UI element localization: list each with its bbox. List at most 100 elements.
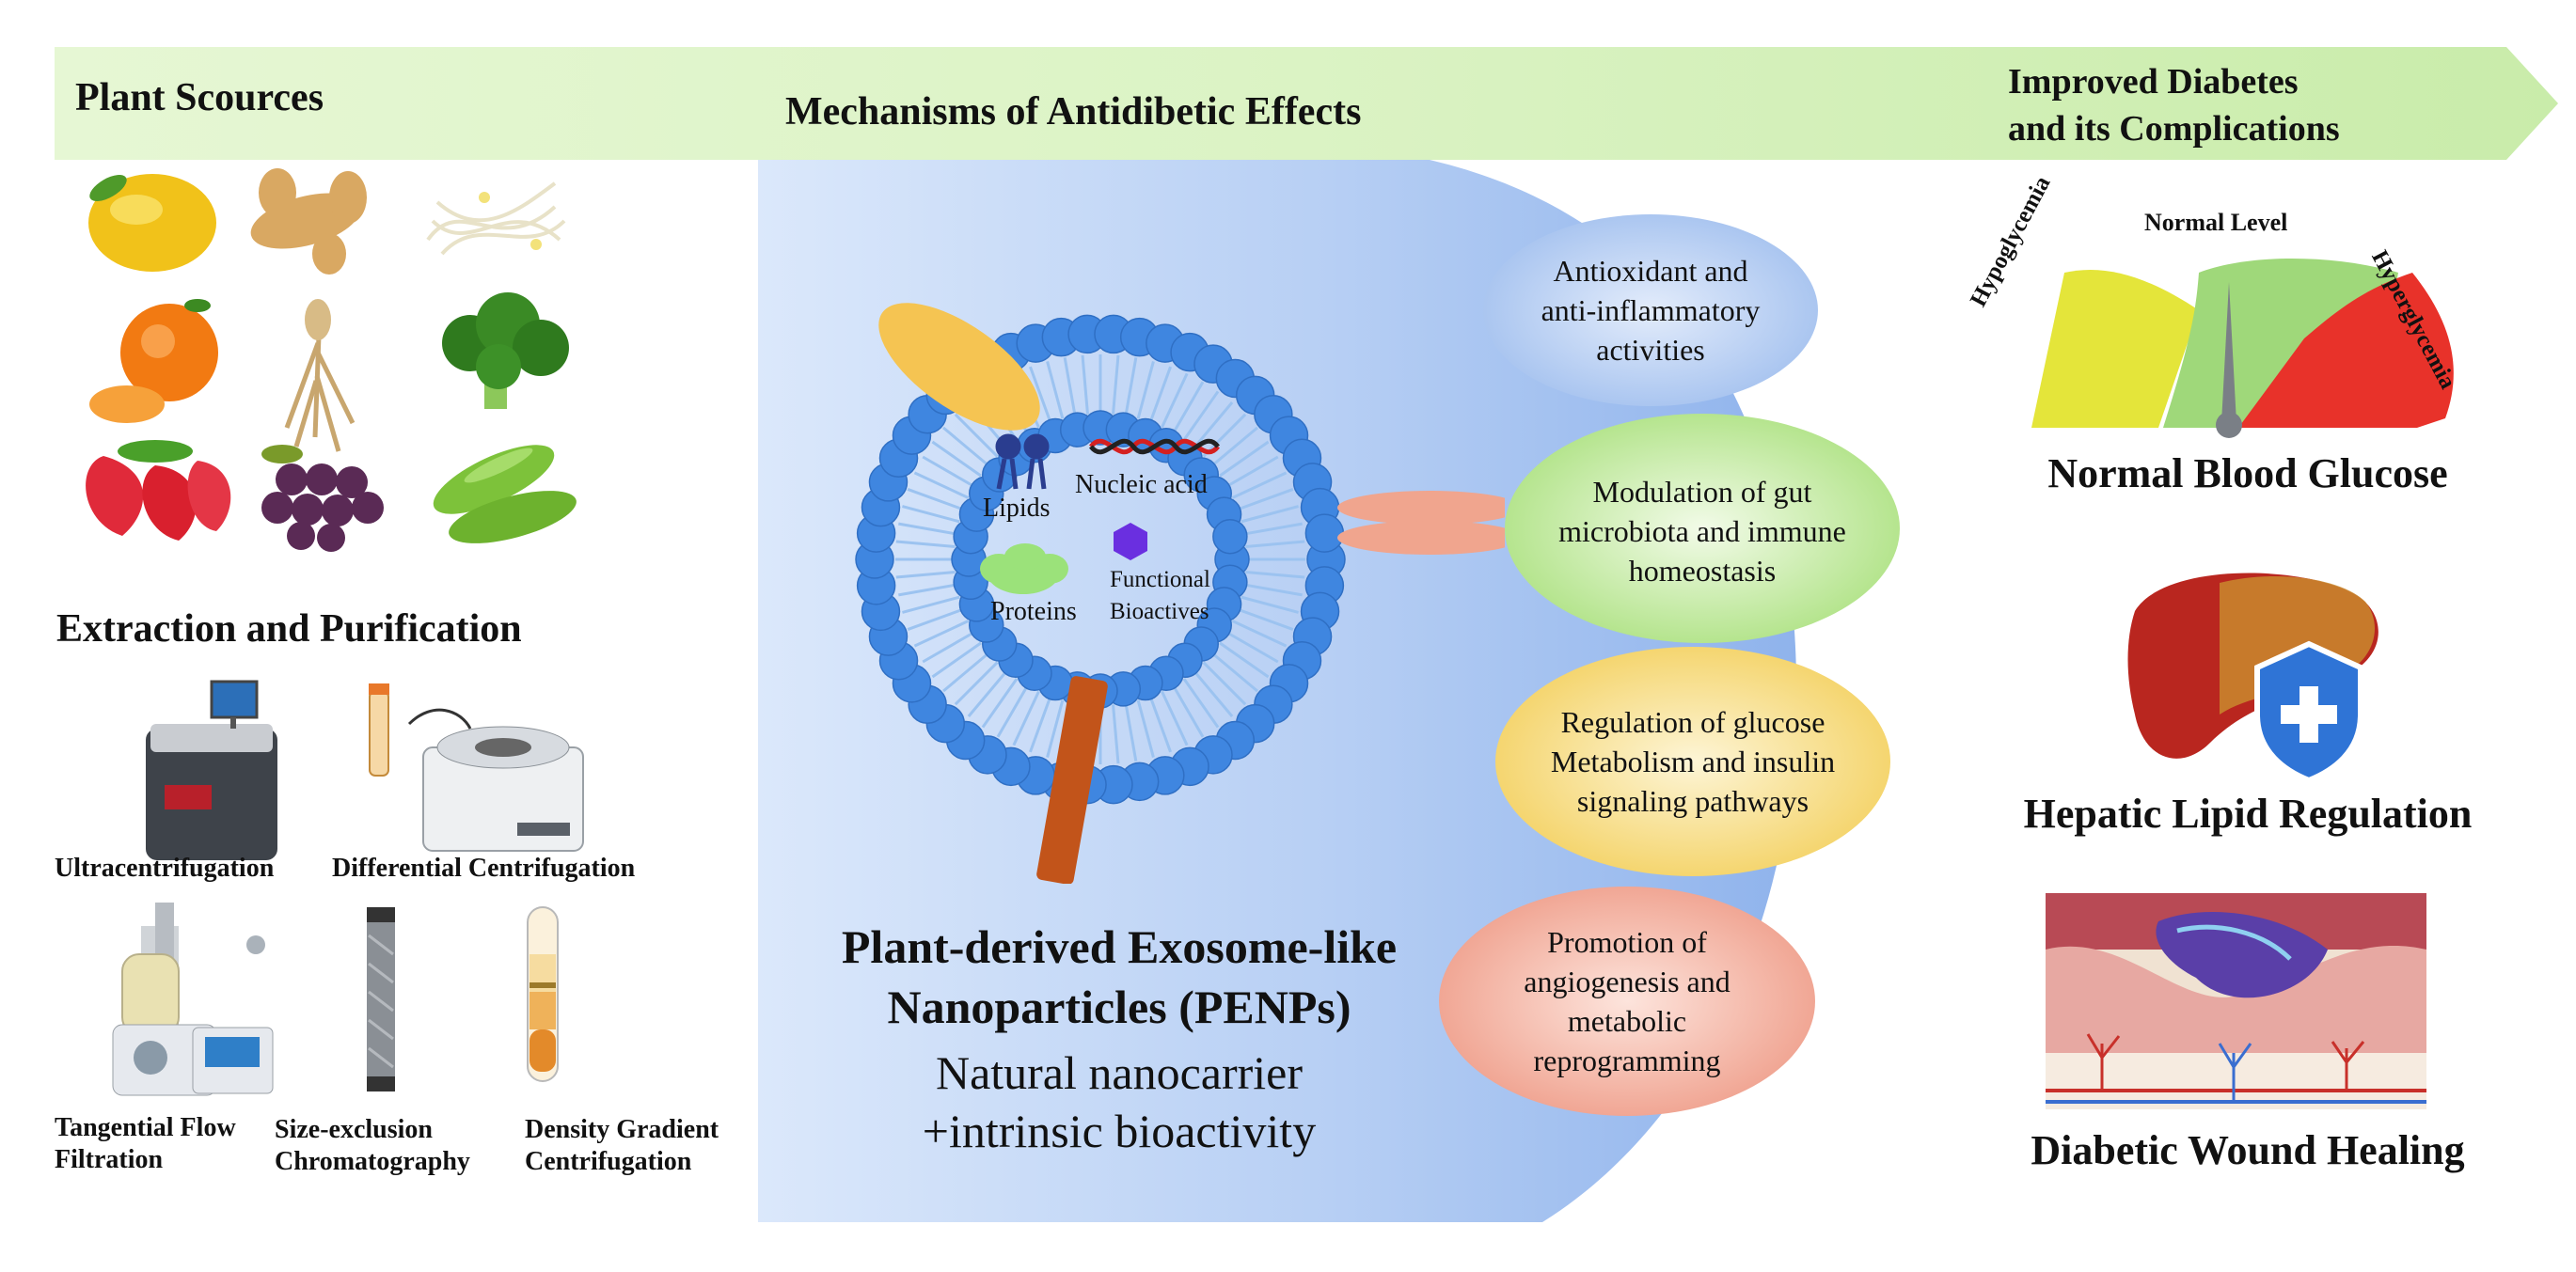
lipid-tail — [1225, 455, 1279, 488]
mechanism-oval-glucose — [1495, 647, 1890, 876]
differential-centrifuge-icon — [369, 683, 584, 852]
top-banner-arrow — [55, 47, 2558, 160]
lipid-tail — [1029, 366, 1052, 423]
lipid-tail — [1172, 381, 1205, 434]
lipid-tail — [931, 641, 982, 679]
lipid-tail — [1029, 696, 1052, 753]
lipid-tail — [1210, 652, 1258, 693]
mechanism-text-antioxidant: Antioxidant and anti-inflammatory activi… — [1541, 254, 1761, 367]
lipid-tail — [1182, 678, 1220, 729]
nucleic-acid-label: Nucleic acid — [1075, 470, 1208, 499]
lipid-tail — [1172, 684, 1205, 738]
lipids-label: Lipids — [983, 494, 1051, 523]
lipid-tail — [1210, 426, 1258, 467]
lipid-tail — [1231, 471, 1288, 499]
lipid-tail — [907, 488, 964, 511]
vesicle-diagram — [855, 303, 1505, 884]
lipid-tail — [1202, 661, 1247, 706]
ultracentrifugation-label: Ultracentrifugation — [55, 854, 275, 883]
lipid-tail — [1193, 401, 1234, 449]
equipment-illustrations — [112, 680, 584, 1096]
mechanism-text-glucose: Regulation of glucose Metabolism and ins… — [1550, 705, 1836, 818]
lipid-tail — [954, 413, 999, 458]
membrane-protein-pink-top — [1337, 491, 1505, 525]
bitter-melon-icon — [433, 445, 577, 543]
density-gradient-tube-icon — [527, 906, 559, 1082]
lipid-tail — [1182, 390, 1220, 441]
lipid-tail — [1231, 620, 1288, 648]
penps-title: Plant-derived Exosome-like Nanoparticles… — [841, 920, 1398, 1033]
mechanism-text-gut: Modulation of gut microbiota and immune … — [1558, 475, 1846, 588]
lipid-tail — [942, 426, 990, 467]
mechanism-text-angiogenesis: Promotion of angiogenesis and metabolic … — [1524, 925, 1731, 1077]
lipid-tail — [1237, 607, 1294, 631]
lipid-tail — [1046, 699, 1065, 758]
lipid-tail — [1202, 413, 1247, 458]
liver-illustration — [2127, 573, 2378, 780]
lipid-tail — [1225, 631, 1279, 664]
plant-sources-heading: Plant Scources — [75, 76, 324, 119]
extraction-heading: Extraction and Purification — [56, 607, 522, 651]
normal-blood-glucose-heading: Normal Blood Glucose — [2047, 450, 2448, 496]
lipid-tail — [1136, 699, 1155, 758]
lipid-tail — [907, 607, 964, 631]
lipid-tail — [922, 631, 975, 664]
lipid-tail — [942, 652, 990, 693]
proteins-icon — [980, 543, 1068, 594]
lipid-tail — [1124, 357, 1138, 416]
lipid-tail — [1241, 505, 1299, 524]
gauge-hyperglycemia-segment — [2238, 273, 2454, 428]
lipid-tail — [931, 440, 982, 478]
lipid-tail — [1148, 696, 1172, 753]
membrane-protein-yellow — [878, 303, 1040, 431]
wound-illustration — [2046, 893, 2426, 1109]
membrane-protein-pink-bottom — [1337, 521, 1505, 555]
lipid-tail — [1124, 702, 1138, 762]
tangential-flow-label: Tangential Flow Filtration — [55, 1113, 236, 1174]
bean-sprouts-icon — [426, 181, 566, 256]
lipid-tail — [1245, 540, 1305, 548]
lipid-tail — [898, 583, 957, 597]
tangerine-icon — [89, 299, 218, 423]
lipid-tail — [1046, 361, 1065, 419]
sec-column-icon — [367, 907, 395, 1091]
lipid-tail — [1112, 704, 1120, 764]
lipid-tail — [898, 522, 957, 536]
improved-heading: Improved Diabetes and its Complications — [2008, 62, 2340, 149]
size-exclusion-label: Size-exclusion Chromatography — [275, 1115, 470, 1176]
lipid-tail — [967, 669, 1008, 717]
lipid-tail — [996, 684, 1029, 738]
gauge-hypoglycemia-segment — [2031, 269, 2199, 428]
ginseng-icon — [284, 299, 356, 452]
functional-bioactives-icon — [1114, 523, 1147, 560]
lipid-tail — [1193, 669, 1234, 717]
gauge-needle — [2221, 282, 2236, 423]
lipid-tail — [1219, 440, 1270, 478]
mechanism-ovals — [1439, 214, 1900, 1116]
gauge-normal-label: Normal Level — [2144, 209, 2288, 236]
lipid-tail — [1012, 690, 1040, 746]
proteins-label: Proteins — [990, 597, 1077, 626]
ultracentrifuge-icon — [146, 680, 277, 860]
lipid-tail — [922, 455, 975, 488]
lipid-tail — [1243, 522, 1303, 536]
plant-sources-grid — [86, 168, 577, 552]
lipid-tail — [1219, 641, 1270, 679]
mechanism-oval-gut — [1505, 414, 1900, 643]
lipid-tail — [895, 571, 956, 579]
ginger-icon — [250, 168, 367, 275]
lipid-tail — [1063, 357, 1077, 416]
transmembrane-rod — [1036, 676, 1108, 884]
lipid-tail — [1112, 354, 1120, 415]
diabetic-wound-heading: Diabetic Wound Healing — [2031, 1127, 2465, 1173]
differential-centrifugation-label: Differential Centrifugation — [332, 854, 636, 883]
lipids-icon — [995, 433, 1050, 490]
mechanisms-heading: Mechanisms of Antidibetic Effects — [785, 90, 1362, 133]
penps-subtitle: Natural nanocarrier +intrinsic bioactivi… — [922, 1046, 1317, 1157]
lipid-tail — [913, 620, 970, 648]
density-gradient-label: Density Gradient Centrifugation — [525, 1115, 719, 1176]
lipid-tail — [1148, 366, 1172, 423]
lipid-tail — [913, 471, 970, 499]
lipid-tail — [1136, 361, 1155, 419]
lipid-tail — [954, 661, 999, 706]
